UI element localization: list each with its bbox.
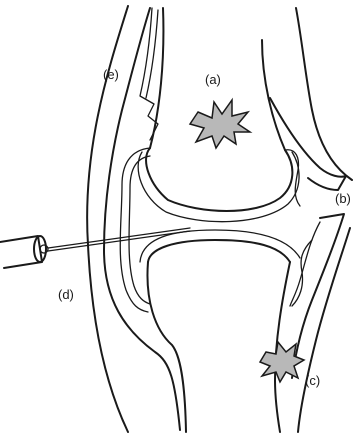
label-b: (b) xyxy=(335,191,351,206)
label-c: (c) xyxy=(305,373,320,388)
label-d: (d) xyxy=(58,287,74,302)
femur-condyle xyxy=(146,148,292,211)
femur-shaft-right xyxy=(262,40,285,150)
label-a: (a) xyxy=(205,72,221,87)
tibia-plateau xyxy=(148,240,290,262)
tibia-shaft-left xyxy=(147,262,186,432)
femur-lesion xyxy=(190,100,250,148)
label-e: (e) xyxy=(103,67,119,82)
patellar-strip-end xyxy=(308,176,346,190)
outer-right-contour xyxy=(296,8,352,180)
